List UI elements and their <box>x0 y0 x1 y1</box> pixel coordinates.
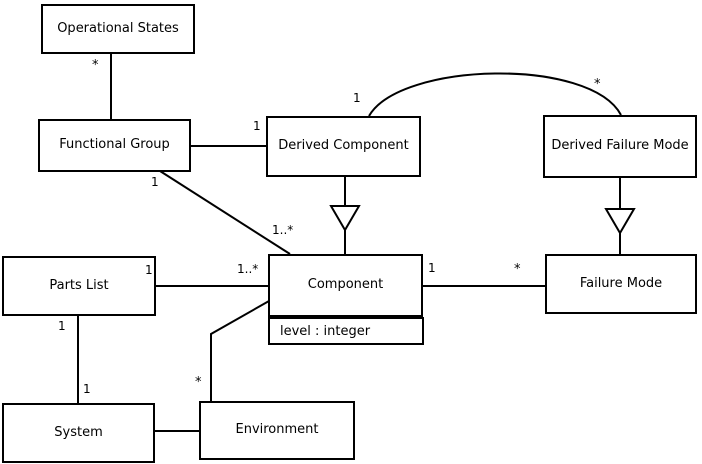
class-name-derived-component: Derived Component <box>278 138 409 154</box>
class-box-component[interactable]: Component <box>268 254 423 317</box>
class-name-operational-states: Operational States <box>57 20 179 36</box>
multiplicity-parts-list-component-target: 1..* <box>237 262 259 276</box>
edge-derived-component-derived-failure-mode <box>368 72 622 117</box>
class-box-system[interactable]: System <box>2 403 155 463</box>
hollow-triangle-down-icon-component <box>329 205 361 232</box>
multiplicity-parts-list-component-source: 1 <box>145 263 153 277</box>
class-box-operational-states[interactable]: Operational States <box>41 4 195 54</box>
multiplicity-component-failure-mode-source: 1 <box>428 261 436 275</box>
class-attribute-component-level: level : integer <box>268 317 424 345</box>
multiplicity-component-failure-mode-target: * <box>514 262 521 277</box>
hollow-triangle-down-icon-failure-mode <box>604 208 636 235</box>
multiplicity-functional-group-component-target: 1..* <box>272 223 294 237</box>
multiplicity-derived-component-source: 1 <box>253 119 261 133</box>
multiplicity-derived-failure-mode-target: * <box>594 77 601 92</box>
multiplicity-parts-list-system-source: 1 <box>58 319 66 333</box>
class-name-environment: Environment <box>235 422 319 438</box>
multiplicity-functional-group-derived-component: 1 <box>353 91 361 105</box>
class-name-derived-failure-mode: Derived Failure Mode <box>551 138 689 154</box>
class-box-environment[interactable]: Environment <box>199 401 355 460</box>
class-box-derived-component[interactable]: Derived Component <box>266 116 421 177</box>
class-name-component: Component <box>307 277 384 293</box>
attribute-text-level: level : integer <box>280 323 371 339</box>
class-box-failure-mode[interactable]: Failure Mode <box>545 254 697 314</box>
class-box-derived-failure-mode[interactable]: Derived Failure Mode <box>543 115 697 178</box>
class-name-failure-mode: Failure Mode <box>579 275 663 291</box>
class-box-parts-list[interactable]: Parts List <box>2 256 156 316</box>
class-name-system: System <box>54 424 103 440</box>
multiplicity-component-environment: * <box>195 375 202 390</box>
class-name-parts-list: Parts List <box>49 277 109 293</box>
multiplicity-functional-group-component-source: 1 <box>151 175 159 189</box>
multiplicity-operational-states: * <box>92 58 99 73</box>
multiplicity-parts-list-system-target: 1 <box>83 382 91 396</box>
class-name-functional-group: Functional Group <box>59 137 170 153</box>
class-box-functional-group[interactable]: Functional Group <box>38 119 191 172</box>
edge-functional-group-component <box>159 170 291 255</box>
edge-component-environment <box>210 300 270 401</box>
